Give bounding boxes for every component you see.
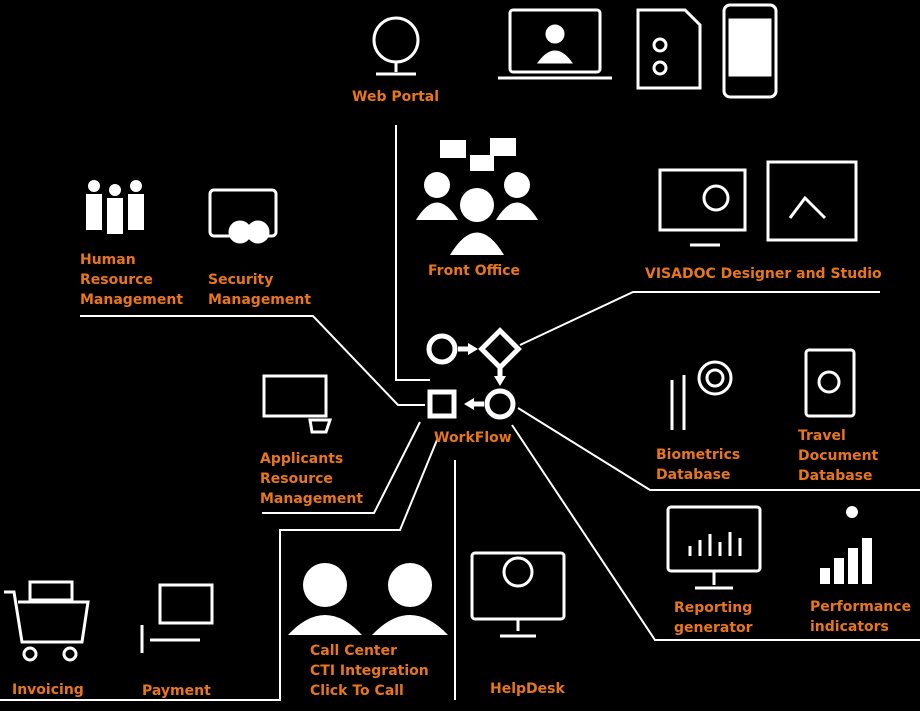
- phone-icon: [722, 3, 778, 99]
- label-visadoc: VISADOC Designer and Studio: [645, 266, 882, 282]
- line-visadoc: [519, 291, 880, 346]
- label-travel-document: Travel Document Database: [798, 428, 879, 484]
- label-workflow: WorkFlow: [434, 430, 512, 446]
- label-helpdesk: HelpDesk: [490, 681, 565, 697]
- reporting-monitor-icon: [666, 505, 762, 590]
- id-badge-icon: [208, 188, 278, 244]
- hr-people-icon: [86, 180, 144, 234]
- payment-hand-icon: [140, 583, 214, 653]
- label-security: Security Management: [208, 272, 312, 308]
- line-hr: [80, 315, 425, 406]
- line-web-portal: [395, 125, 430, 381]
- line-applicants: [262, 421, 421, 514]
- label-hr: Human Resource Management: [80, 252, 184, 308]
- tablet-icon: [636, 8, 702, 90]
- fingerprint-icon: [670, 360, 733, 430]
- line-call-center: [0, 439, 438, 701]
- shopping-cart-icon: [4, 580, 90, 662]
- call-center-agent-icon: [288, 563, 448, 635]
- label-reporting: Reporting generator: [674, 600, 753, 636]
- line-biometrics: [517, 407, 920, 491]
- helpdesk-monitor-icon: [470, 551, 566, 638]
- label-invoicing: Invoicing: [12, 682, 84, 698]
- label-call-center: Call Center CTI Integration Click To Cal…: [310, 643, 429, 699]
- globe-icon: [372, 16, 420, 76]
- line-reporting: [511, 424, 920, 641]
- label-performance: Performance indicators: [810, 599, 912, 635]
- laptop-icon: [498, 8, 612, 80]
- visadoc-monitor-icon: [658, 168, 747, 247]
- passport-icon: [804, 348, 856, 418]
- performance-chart-icon: [820, 506, 872, 584]
- label-front-office: Front Office: [428, 263, 521, 279]
- label-applicants: Applicants Resource Management: [260, 451, 364, 507]
- front-office-icon: [416, 138, 538, 255]
- label-payment: Payment: [142, 683, 211, 699]
- visadoc-studio-icon: [766, 160, 858, 242]
- label-biometrics: Biometrics Database: [656, 447, 741, 483]
- applicants-cart-icon: [262, 374, 333, 434]
- label-web-portal: Web Portal: [352, 89, 440, 105]
